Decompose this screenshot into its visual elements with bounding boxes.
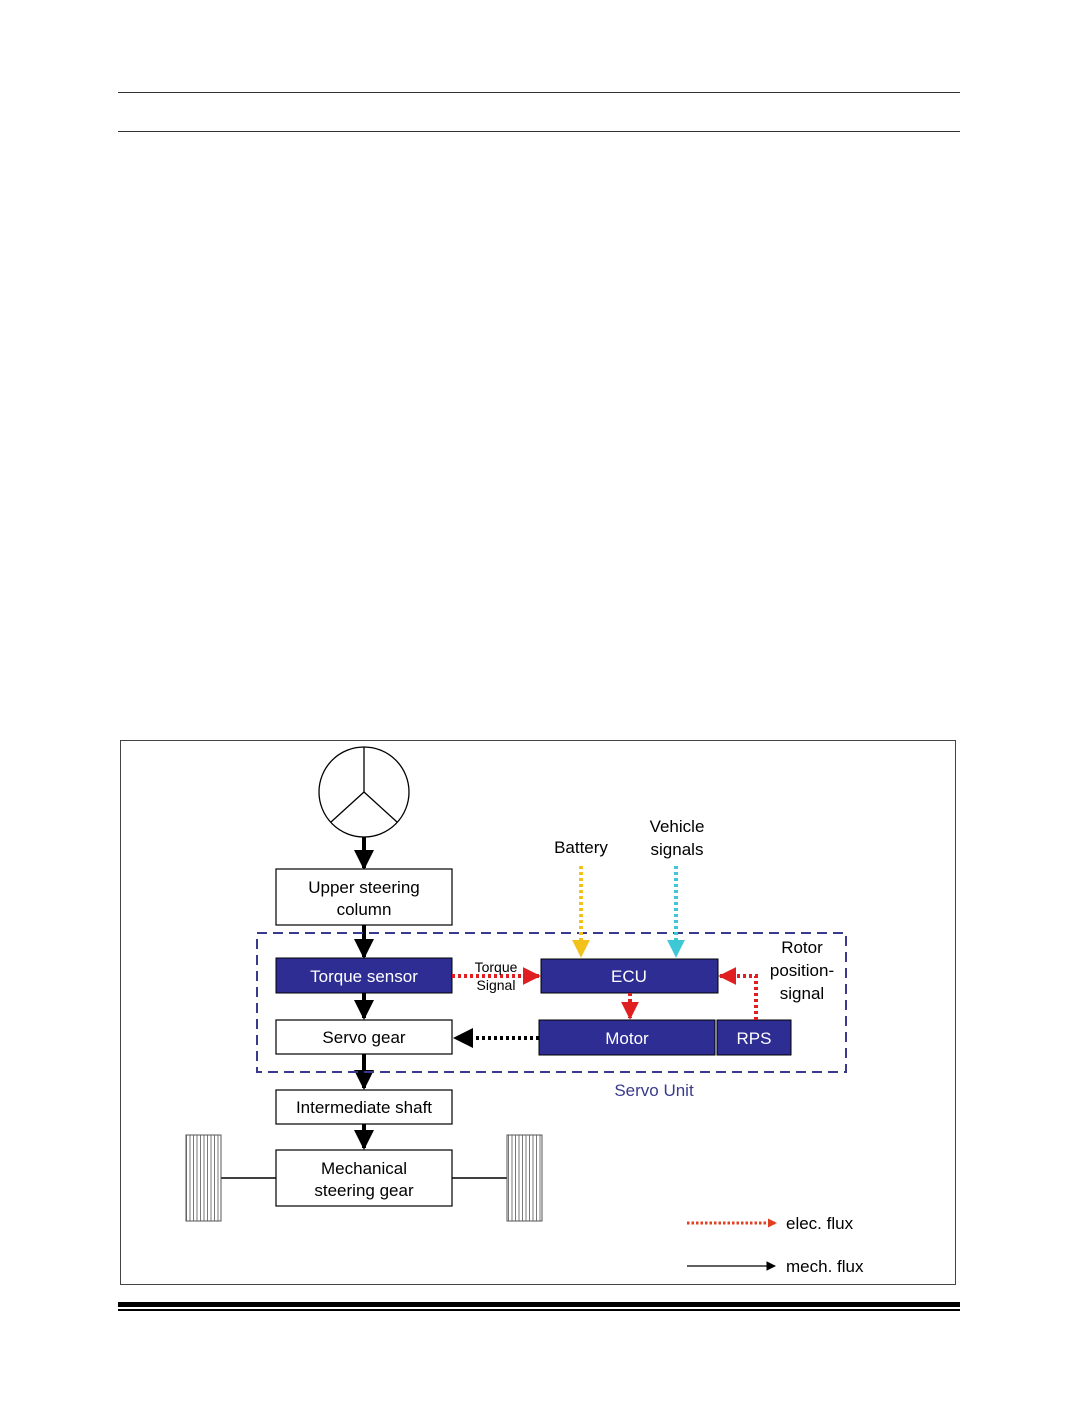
rotor-position-signal-label-2: position-	[770, 961, 834, 980]
servo-unit-label: Servo Unit	[614, 1081, 694, 1100]
footer-rule-thick	[118, 1302, 960, 1307]
header-rule-top	[118, 92, 960, 93]
rps-label: RPS	[737, 1029, 772, 1048]
battery-label: Battery	[554, 838, 608, 857]
mechanical-steering-gear-label-1: Mechanical	[321, 1159, 407, 1178]
header-rule-bottom	[118, 131, 960, 132]
intermediate-shaft-block: Intermediate shaft	[275, 1089, 453, 1125]
vehicle-signals-label-1: Vehicle	[650, 817, 705, 836]
steering-wheel-icon	[318, 746, 410, 838]
vehicle-signals-label-2: signals	[651, 840, 704, 859]
left-tire-icon	[185, 1134, 222, 1222]
intermediate-shaft-label: Intermediate shaft	[296, 1098, 432, 1117]
footer-rule-thin	[118, 1309, 960, 1311]
ecu-block: ECU	[540, 958, 719, 994]
servo-unit-boundary	[256, 932, 847, 1073]
rps-block: RPS	[716, 1019, 792, 1056]
mechanical-steering-gear-label-2: steering gear	[314, 1181, 414, 1200]
ecu-label: ECU	[611, 967, 647, 986]
rotor-position-signal-label-3: signal	[780, 984, 824, 1003]
torque-signal-label-1: Torque	[475, 959, 518, 975]
upper-steering-column-label-2: column	[337, 900, 392, 919]
rotor-position-signal-label-1: Rotor	[781, 938, 823, 957]
elec-flux-arrows	[452, 866, 758, 1048]
legend: elec. flux mech. flux	[687, 1214, 864, 1276]
motor-label: Motor	[605, 1029, 649, 1048]
legend-mech-flux-label: mech. flux	[786, 1257, 864, 1276]
legend-elec-flux-label: elec. flux	[786, 1214, 854, 1233]
torque-signal-label-2: Signal	[477, 977, 516, 993]
figure-frame	[120, 740, 956, 1285]
upper-steering-column-label-1: Upper steering	[308, 878, 420, 897]
torque-sensor-label: Torque sensor	[310, 967, 418, 986]
mechanical-steering-gear-block: Mechanical steering gear	[275, 1149, 453, 1207]
rotor-position-signal-arrow	[718, 967, 758, 1020]
torque-sensor-block: Torque sensor	[275, 957, 453, 994]
servo-gear-label: Servo gear	[322, 1028, 405, 1047]
upper-steering-column-block: Upper steering column	[275, 868, 453, 926]
right-tire-icon	[506, 1134, 543, 1222]
steering-axle	[185, 1134, 543, 1222]
motor-block: Motor	[538, 1019, 716, 1056]
servo-gear-block: Servo gear	[275, 1019, 453, 1055]
